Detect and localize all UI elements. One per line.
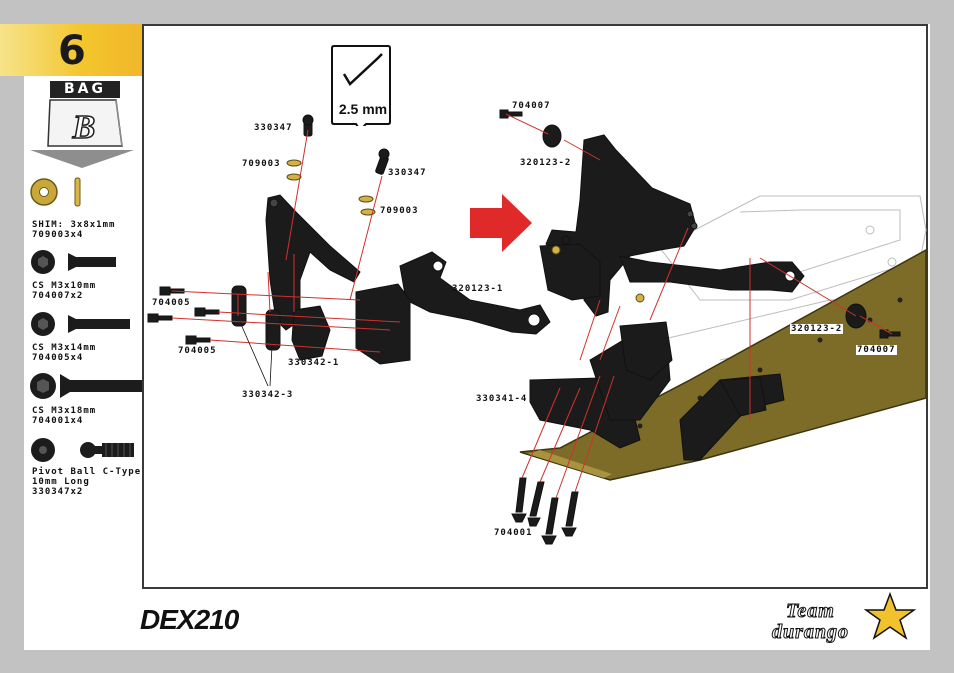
team-logo-line2: durango	[771, 621, 850, 644]
callout-330341-4: 330341-4	[476, 394, 528, 404]
callout-704001: 704001	[494, 528, 533, 538]
shim-washer-icon	[30, 177, 81, 207]
bag-letter: B	[72, 109, 96, 146]
part-code-cs18: 704001x4	[32, 416, 84, 426]
step-header	[0, 24, 142, 76]
part-name-cs14: CS M3x14mm	[32, 343, 97, 353]
step-direction-arrow	[470, 194, 532, 252]
callout-330342-3: 330342-3	[242, 390, 294, 400]
callout-330347-left: 330347	[254, 123, 293, 133]
countersunk-screw-icon	[31, 250, 116, 274]
callout-704005-bottom: 704005	[178, 346, 217, 356]
bag-label: BAG	[50, 81, 120, 98]
leader-lines	[239, 321, 273, 387]
part-name-cs18: CS M3x18mm	[32, 406, 97, 416]
callout-704007-top: 704007	[512, 101, 551, 111]
assembled-guide-lines	[505, 113, 893, 499]
dex210-logo: DEX210	[140, 604, 239, 635]
part-code-cs14: 704005x4	[32, 353, 84, 363]
tool-callout	[331, 45, 391, 126]
countersunk-screw-icon	[31, 312, 130, 336]
team-logo-line1: Team	[786, 600, 835, 623]
callout-330342-1: 330342-1	[288, 358, 340, 368]
callout-320123-1: 320123-1	[452, 284, 504, 294]
callout-709003-right: 709003	[380, 206, 419, 216]
callout-330347-right: 330347	[388, 168, 427, 178]
team-durango-logo	[863, 592, 917, 640]
tool-size-label: 2.5 mm	[338, 101, 388, 117]
part-name-shim: SHIM: 3x8x1mm	[32, 220, 116, 230]
assembly-guide-lines	[171, 129, 401, 353]
down-arrow-icon	[30, 150, 134, 168]
shim-washers	[286, 159, 376, 216]
callout-320123-2-top: 320123-2	[520, 158, 572, 168]
callout-704007-right: 704007	[856, 345, 897, 355]
part-name-cs10: CS M3x10mm	[32, 281, 97, 291]
part-code-cs10: 704007x2	[32, 291, 84, 301]
callout-704005-top: 704005	[152, 298, 191, 308]
right-assembled-parts	[499, 109, 901, 545]
step-number: 6	[58, 28, 86, 74]
callout-709003-left: 709003	[242, 159, 281, 169]
left-exploded-parts	[147, 114, 551, 365]
hex-key-icon	[342, 53, 383, 86]
pivot-ball-icon	[31, 438, 134, 462]
parts-bag-icon: B	[47, 99, 123, 147]
countersunk-screw-icon	[30, 373, 150, 399]
callout-320123-2-right: 320123-2	[790, 324, 844, 334]
part-code-pivot-ball: 330347x2	[32, 487, 84, 497]
assembled-shims	[551, 245, 645, 303]
part-name-pivot-ball: Pivot Ball C-Type 10mm Long	[32, 467, 142, 487]
part-code-shim: 709003x4	[32, 230, 84, 240]
